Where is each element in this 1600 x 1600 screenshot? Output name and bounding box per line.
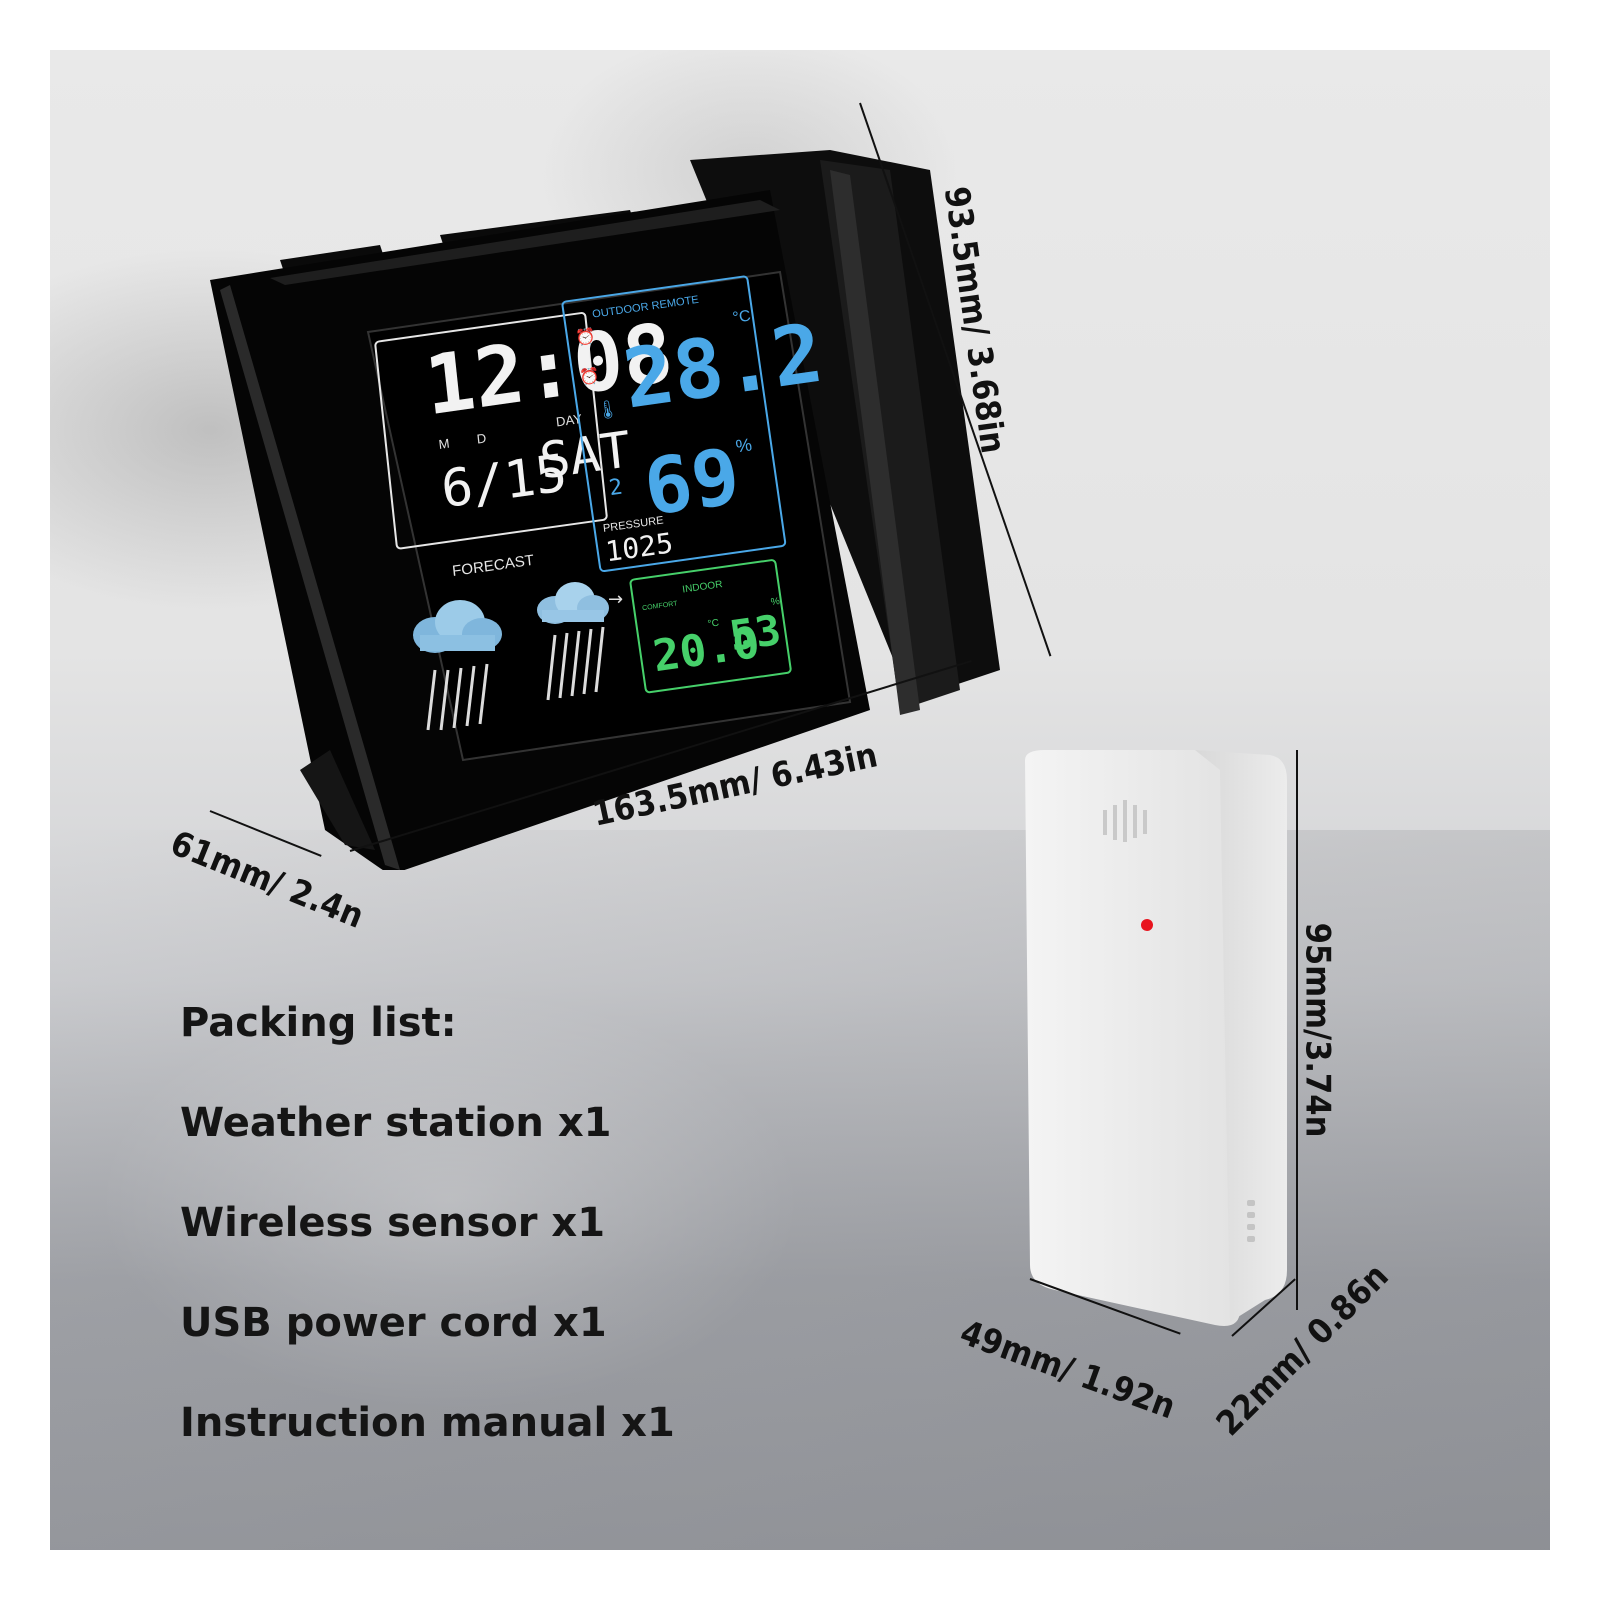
packing-list-title: Packing list: bbox=[180, 1000, 457, 1046]
month-label: M bbox=[438, 436, 450, 452]
packing-item-weather-station: Weather station x1 bbox=[180, 1100, 612, 1146]
weekday-label: DAY bbox=[555, 411, 583, 429]
alarm-icon: ⏰ bbox=[575, 326, 597, 348]
cloud-rain-icon bbox=[413, 600, 502, 731]
outdoor-temp-unit: °C bbox=[731, 308, 751, 327]
vent-icon bbox=[1103, 800, 1147, 842]
status-led-icon bbox=[1141, 919, 1153, 931]
weather-station-image: 12:08 M D DAY 6/15 SAT ⏰ ⏰ FORECAST PRES… bbox=[210, 150, 1000, 870]
thermometer-icon: 🌡 bbox=[595, 398, 621, 422]
channel-value: 2 bbox=[607, 475, 624, 501]
sensor-height-line bbox=[1296, 750, 1298, 1310]
comfort-label: COMFORT bbox=[642, 600, 679, 612]
cloud-rain-icon-next: → bbox=[537, 582, 623, 701]
side-vent-icon bbox=[1247, 1200, 1255, 1242]
sensor-height-label: 95mm/3.74n bbox=[1297, 922, 1338, 1138]
outdoor-humidity-unit: % bbox=[734, 435, 753, 457]
weekday-value: SAT bbox=[537, 421, 633, 491]
indoor-temp-unit: °C bbox=[707, 618, 720, 630]
packing-item-manual: Instruction manual x1 bbox=[180, 1400, 675, 1446]
packing-item-wireless-sensor: Wireless sensor x1 bbox=[180, 1200, 606, 1246]
indoor-humidity: 53 bbox=[726, 605, 783, 660]
day-label: D bbox=[476, 431, 487, 447]
outdoor-humidity: 69 bbox=[639, 432, 746, 533]
wireless-sensor-image bbox=[1025, 750, 1287, 1326]
alarm-icon-2: ⏰ bbox=[579, 366, 601, 388]
product-scene: 12:08 M D DAY 6/15 SAT ⏰ ⏰ FORECAST PRES… bbox=[50, 50, 1550, 1550]
packing-item-usb-cord: USB power cord x1 bbox=[180, 1300, 607, 1346]
floor-shadow bbox=[50, 830, 1550, 1550]
indoor-humidity-unit: % bbox=[770, 596, 781, 608]
arrow-right-icon: → bbox=[608, 589, 623, 610]
